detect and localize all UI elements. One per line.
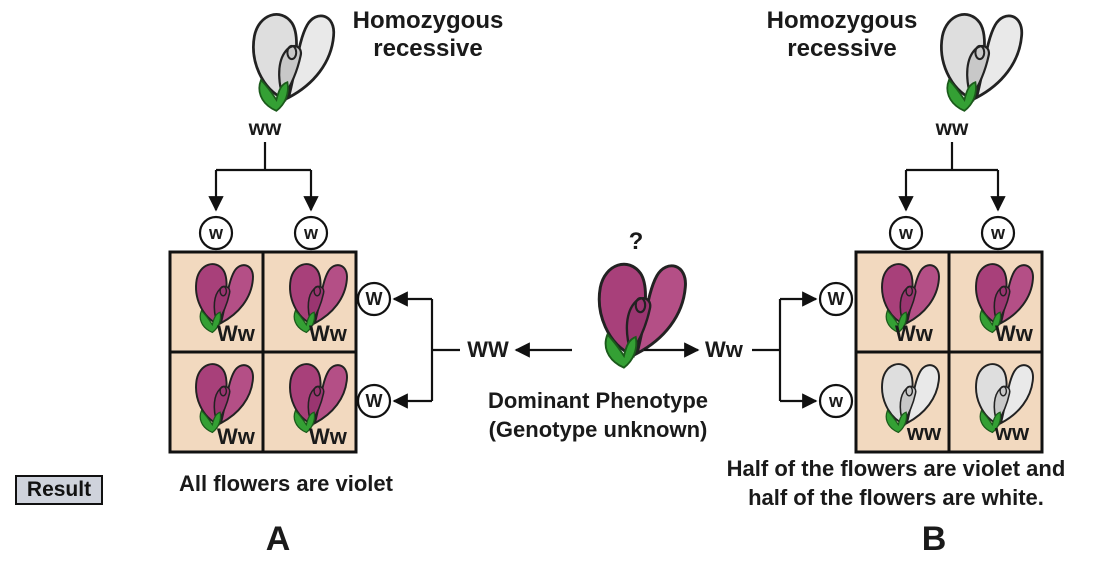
cross-label-b: B (922, 520, 947, 558)
parent-left-title-line1: Homozygous (353, 7, 504, 34)
parent-left-genotype: ww (248, 117, 282, 140)
parent-right-title-line1: Homozygous (767, 7, 918, 34)
offspring-b-3: ww (906, 420, 942, 445)
test-parent-genotype-ww-dominant: WW (467, 337, 509, 362)
gamete-side-b-1: W (818, 281, 854, 317)
svg-text:w: w (828, 391, 844, 411)
offspring-b-4: ww (994, 420, 1030, 445)
parent-right-title-line2: recessive (787, 35, 896, 62)
test-parent-caption-line1: Dominant Phenotype (488, 388, 708, 413)
white-flower-icon (940, 13, 1024, 113)
svg-text:W: W (828, 289, 845, 309)
gamete-branch-a (208, 142, 319, 212)
svg-text:w: w (303, 223, 319, 243)
gamete-top-a-1: w (198, 215, 234, 251)
parent-right-genotype: ww (935, 117, 969, 140)
offspring-a-4: Ww (309, 424, 348, 449)
result-button[interactable]: Result (15, 475, 103, 505)
gamete-top-a-2: w (293, 215, 329, 251)
gamete-top-b-2: w (980, 215, 1016, 251)
test-parent-caption-line2: (Genotype unknown) (489, 417, 708, 442)
offspring-a-3: Ww (217, 424, 256, 449)
gamete-branch-side-b (752, 291, 818, 409)
offspring-a-1: Ww (217, 321, 256, 346)
offspring-a-2: Ww (309, 321, 348, 346)
gamete-branch-side-a (392, 291, 460, 409)
gamete-side-b-2: w (818, 383, 854, 419)
offspring-b-2: Ww (995, 321, 1034, 346)
unknown-genotype-mark: ? (629, 228, 644, 255)
result-text-b-line1: Half of the flowers are violet and (727, 456, 1066, 481)
result-text-b-line2: half of the flowers are white. (748, 485, 1044, 510)
svg-text:w: w (208, 223, 224, 243)
test-parent-genotype-heterozygous: Ww (705, 337, 744, 362)
cross-label-a: A (266, 520, 291, 558)
gamete-side-a-2: W (356, 383, 392, 419)
svg-text:w: w (898, 223, 914, 243)
svg-text:W: W (366, 391, 383, 411)
svg-text:W: W (366, 289, 383, 309)
gamete-top-b-1: w (888, 215, 924, 251)
gamete-side-a-1: W (356, 281, 392, 317)
parent-left-title-line2: recessive (373, 35, 482, 62)
gamete-branch-b (898, 142, 1006, 212)
violet-flower-icon (597, 262, 687, 370)
offspring-b-1: Ww (895, 321, 934, 346)
svg-text:w: w (990, 223, 1006, 243)
result-text-a: All flowers are violet (179, 471, 394, 496)
white-flower-icon (252, 13, 336, 113)
